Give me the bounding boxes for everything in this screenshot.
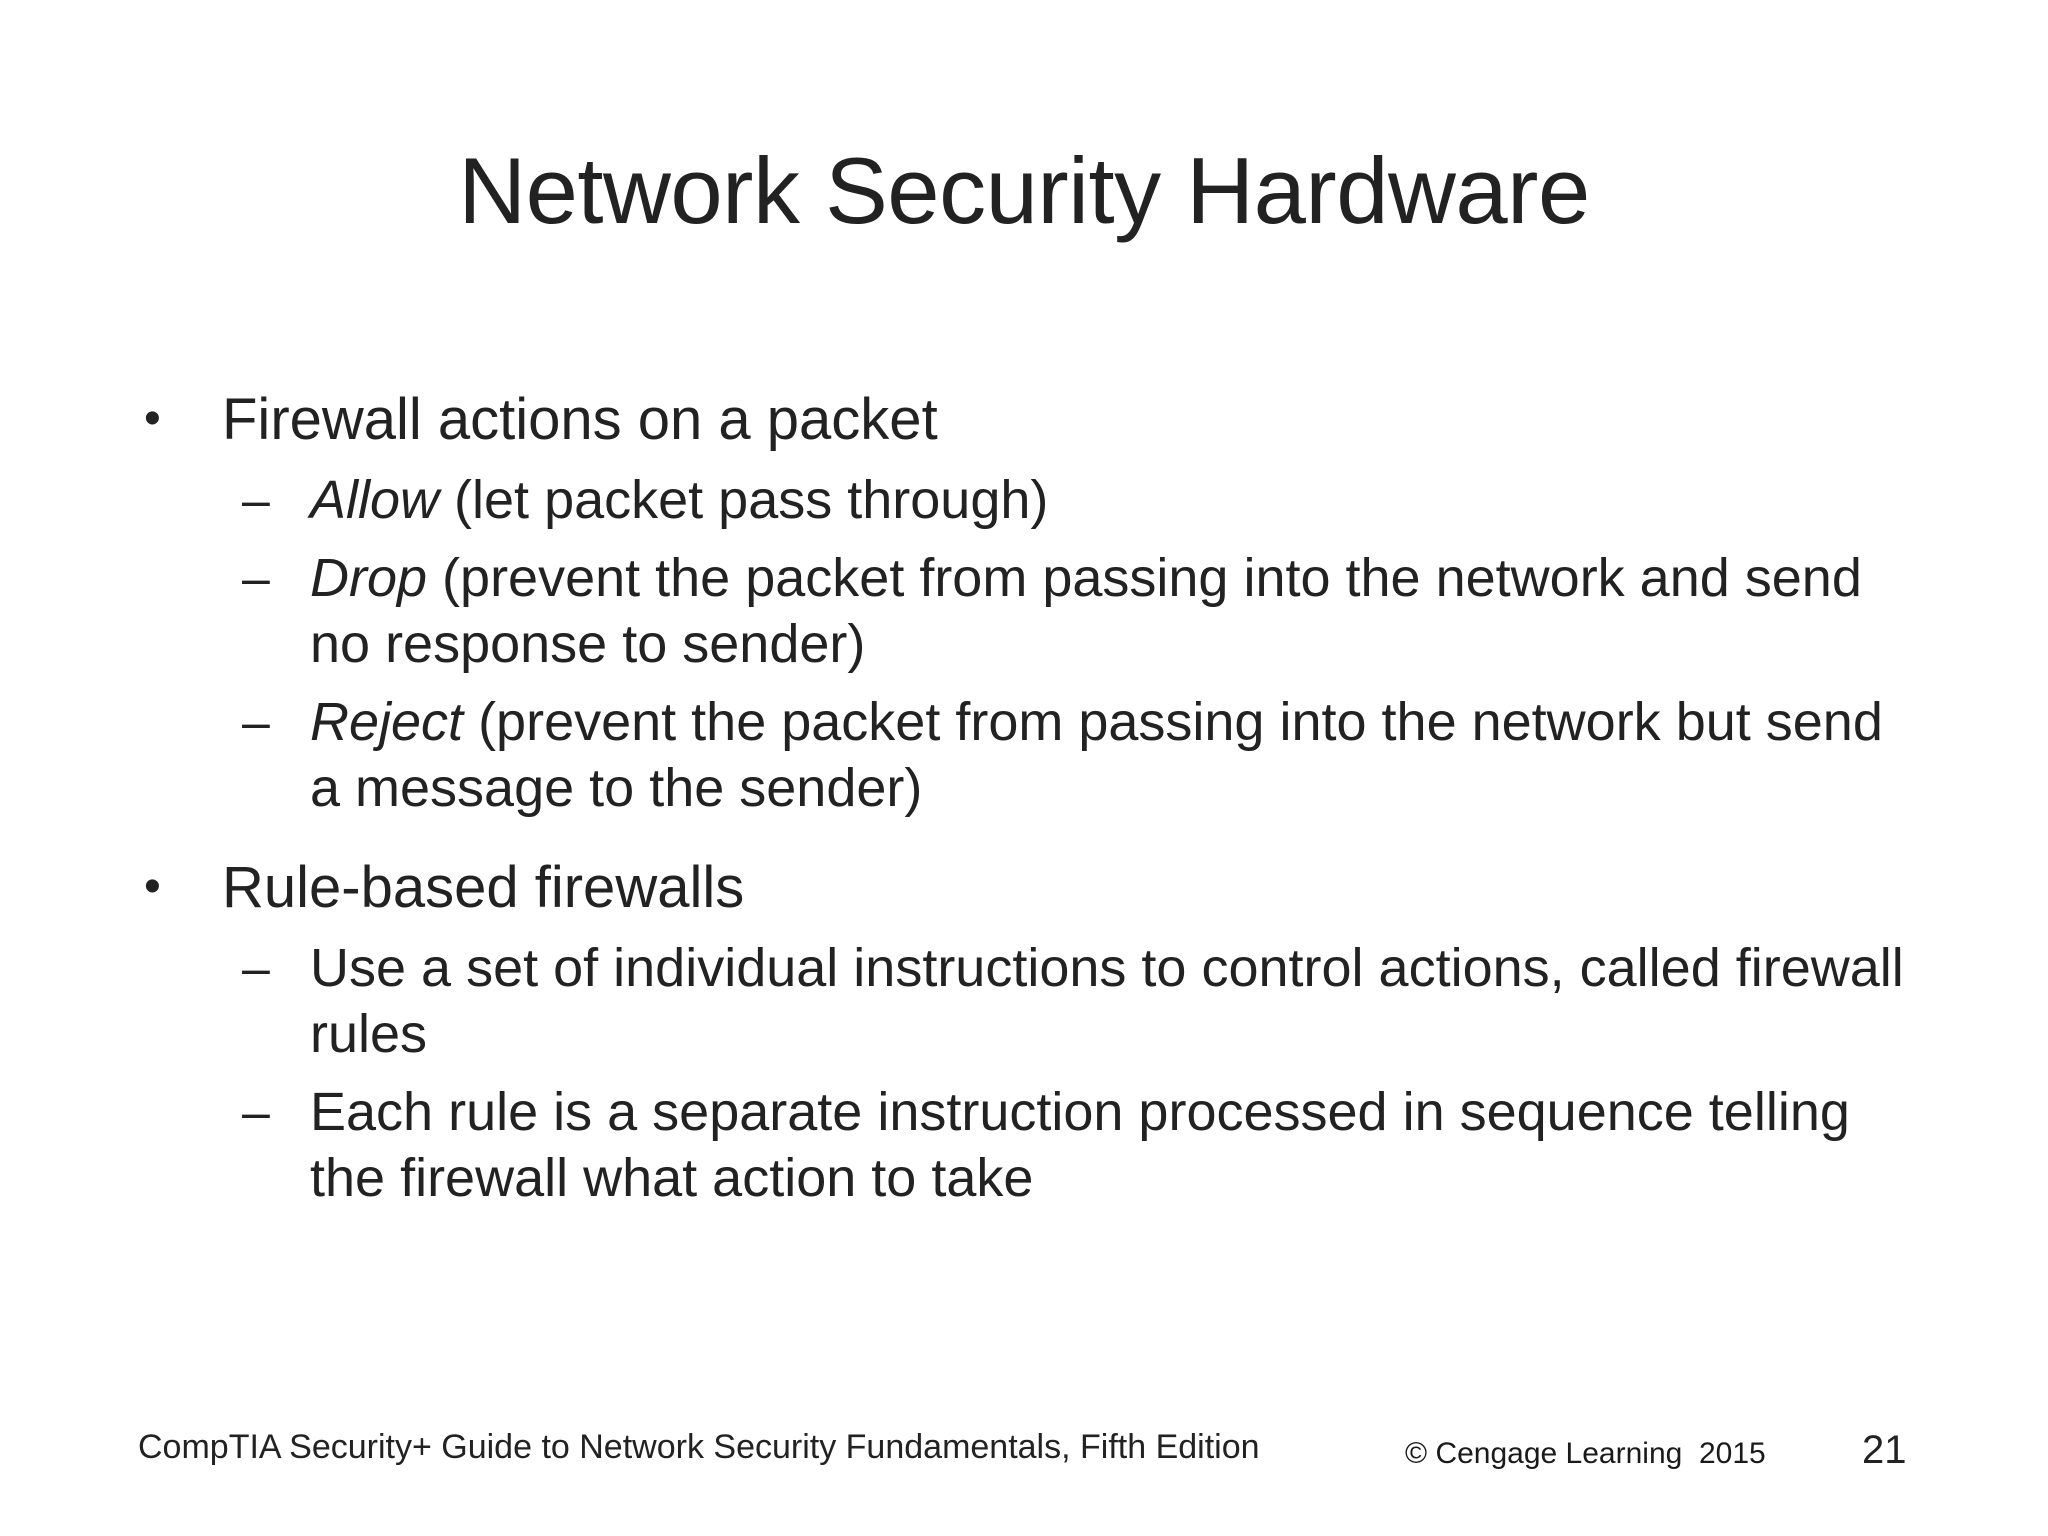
- bullet-level1-label: Rule-based firewalls: [222, 854, 745, 920]
- term-emphasis: Drop: [310, 548, 428, 609]
- bullet-level1-rule-based-firewalls: • Rule-based firewalls: [130, 854, 1920, 922]
- slide-body: • Firewall actions on a packet – Allow (…: [130, 386, 1920, 1224]
- bullet-level2-label: Use a set of individual instructions to …: [310, 936, 1920, 1068]
- dash-icon: –: [242, 472, 270, 529]
- group-spacer: [130, 834, 1920, 854]
- footer-copyright-text: © Cengage Learning 2015: [1405, 1437, 1766, 1470]
- bullet-dot-icon: •: [144, 392, 161, 445]
- dash-icon: –: [242, 940, 270, 997]
- bullet-dot-icon: •: [144, 859, 161, 913]
- bullet-level2-firewall-rules: – Use a set of individual instructions t…: [130, 936, 1920, 1068]
- bullet-level2-reject: – Reject (prevent the packet from passin…: [130, 690, 1920, 822]
- bullet-level2-label: Each rule is a separate instruction proc…: [310, 1080, 1920, 1212]
- dash-icon: –: [242, 550, 270, 607]
- term-emphasis: Allow: [310, 470, 440, 531]
- term-emphasis: Reject: [310, 692, 464, 753]
- dash-icon: –: [242, 694, 270, 751]
- bullet-level2-label: Allow (let packet pass through): [310, 468, 1920, 534]
- bullet-level1-firewall-actions: • Firewall actions on a packet: [130, 386, 1920, 454]
- bullet-level2-label: Reject (prevent the packet from passing …: [310, 690, 1920, 822]
- page-title: Network Security Hardware: [458, 138, 1590, 243]
- term-description: Each rule is a separate instruction proc…: [310, 1082, 1850, 1208]
- term-description: Use a set of individual instructions to …: [310, 938, 1904, 1065]
- slide-footer: CompTIA Security+ Guide to Network Secur…: [0, 1420, 2048, 1536]
- slide-number: 21: [1862, 1428, 1907, 1472]
- bullet-level2-allow: – Allow (let packet pass through): [130, 468, 1920, 534]
- term-description: (prevent the packet from passing into th…: [310, 548, 1862, 675]
- bullet-level2-rule-sequence: – Each rule is a separate instruction pr…: [130, 1080, 1920, 1212]
- bullet-level2-drop: – Drop (prevent the packet from passing …: [130, 546, 1920, 678]
- term-description: (prevent the packet from passing into th…: [310, 692, 1883, 818]
- dash-icon: –: [242, 1084, 270, 1140]
- footer-source-text: CompTIA Security+ Guide to Network Secur…: [138, 1428, 1260, 1466]
- term-description: (let packet pass through): [439, 470, 1049, 531]
- bullet-level1-label: Firewall actions on a packet: [222, 387, 938, 452]
- bullet-level2-label: Drop (prevent the packet from passing in…: [310, 546, 1920, 678]
